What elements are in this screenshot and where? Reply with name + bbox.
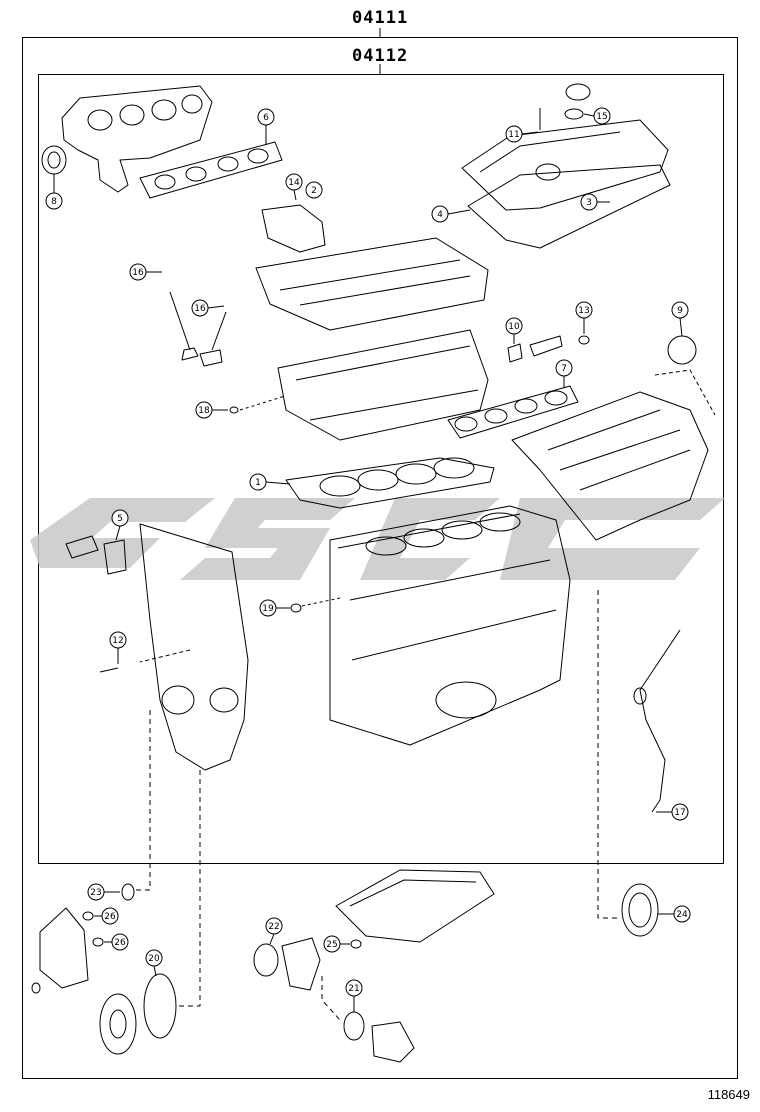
camshaft-housing: [255, 237, 489, 331]
svg-text:1: 1: [255, 478, 261, 488]
svg-text:26: 26: [104, 912, 116, 922]
svg-text:16: 16: [194, 304, 206, 314]
callout-4: 4: [431, 205, 471, 223]
exhaust-manifold-gasket: [139, 141, 283, 199]
o-ring-18: [229, 406, 239, 414]
svg-text:11: 11: [508, 130, 519, 140]
callout-15: 15: [583, 107, 611, 125]
callout-2: 2: [305, 181, 323, 199]
svg-text:17: 17: [674, 808, 685, 818]
callout-21: 21: [345, 979, 363, 1012]
callout-1: 1: [249, 473, 291, 491]
callout-10: 10: [505, 317, 523, 344]
cylinder-head-gasket: [285, 457, 495, 509]
svg-text:13: 13: [578, 306, 589, 316]
timing-chain-cover: [139, 523, 249, 771]
sensor-10: [507, 343, 523, 363]
svg-text:20: 20: [148, 954, 160, 964]
callout-7: 7: [555, 359, 573, 388]
cylinder-head-cover: [461, 119, 669, 211]
svg-text:25: 25: [326, 940, 337, 950]
intake-valve: [169, 291, 199, 361]
svg-text:15: 15: [596, 112, 607, 122]
callout-26-b: 26: [104, 933, 129, 951]
callout-22: 22: [265, 917, 283, 945]
callout-24: 24: [658, 905, 691, 923]
svg-text:23: 23: [90, 888, 101, 898]
callout-8: 8: [45, 174, 63, 210]
svg-text:7: 7: [561, 364, 567, 374]
exhaust-valve: [199, 311, 227, 367]
callout-20: 20: [145, 949, 163, 977]
svg-text:3: 3: [586, 198, 592, 208]
callout-14: 14: [285, 173, 303, 201]
callout-19: 19: [259, 599, 290, 617]
callout-23: 23: [87, 883, 120, 901]
seal-15: [564, 108, 584, 120]
svg-text:18: 18: [198, 406, 210, 416]
svg-text:14: 14: [288, 178, 300, 188]
outer-kit-frame: [22, 37, 738, 1079]
throttle-body-gasket: [667, 335, 697, 365]
intake-manifold: [511, 391, 709, 541]
svg-text:8: 8: [51, 197, 57, 207]
water-inlet-gasket: [103, 539, 127, 575]
callout-3: 3: [580, 193, 610, 211]
oil-level-gauge-guide: [639, 629, 681, 813]
svg-text:6: 6: [263, 113, 269, 123]
callout-6: 6: [257, 108, 275, 145]
inner-kit-frame: [38, 74, 724, 864]
svg-text:9: 9: [677, 306, 683, 316]
callout-18: 18: [195, 401, 228, 419]
callout-16-b: 16: [191, 299, 225, 317]
head-cover-gasket: [467, 164, 671, 249]
bolt-12: [99, 667, 119, 673]
svg-text:22: 22: [268, 922, 279, 932]
svg-text:2: 2: [311, 186, 317, 196]
cylinder-block: [329, 505, 571, 746]
exhaust-manifold: [61, 85, 213, 193]
watermark-logo: [30, 498, 725, 580]
callout-26-a: 26: [94, 907, 119, 925]
seal-ring-8: [41, 145, 67, 175]
water-pump-pulley: [99, 993, 137, 1055]
callout-11: 11: [505, 125, 539, 143]
svg-text:26: 26: [114, 938, 126, 948]
thermostat-housing: [253, 937, 321, 991]
sensor-with-seal: [529, 335, 563, 357]
svg-text:5: 5: [117, 514, 123, 524]
callout-9: 9: [671, 301, 689, 337]
water-pump: [39, 907, 89, 989]
water-outlet: [371, 1021, 415, 1063]
svg-text:16: 16: [132, 268, 144, 278]
water-pump-gasket-20: [143, 973, 177, 1039]
inner-kit-label: 04112: [352, 46, 409, 66]
svg-text:24: 24: [676, 910, 688, 920]
cylinder-head: [277, 329, 489, 441]
svg-text:19: 19: [262, 604, 274, 614]
callout-17: 17: [656, 803, 689, 821]
svg-text:21: 21: [348, 984, 359, 994]
outer-kit-label: 04111: [352, 8, 409, 28]
drawing-number: 118649: [707, 1087, 750, 1102]
callout-12: 12: [109, 631, 127, 664]
o-ring-23: [121, 883, 135, 901]
intake-manifold-gasket: [447, 385, 579, 439]
callout-5: 5: [111, 509, 129, 541]
callout-16-a: 16: [129, 263, 162, 281]
o-ring-19: [290, 603, 302, 613]
rear-oil-seal: [621, 883, 659, 937]
callout-25: 25: [323, 935, 350, 953]
callout-13: 13: [575, 301, 593, 334]
oil-filler-cap: [565, 83, 591, 101]
svg-text:4: 4: [437, 210, 443, 220]
oil-pan: [335, 869, 495, 943]
svg-text:10: 10: [508, 322, 520, 332]
thermostat: [343, 1011, 365, 1041]
svg-text:12: 12: [112, 636, 123, 646]
camshaft-bearing-caps: [261, 204, 326, 253]
